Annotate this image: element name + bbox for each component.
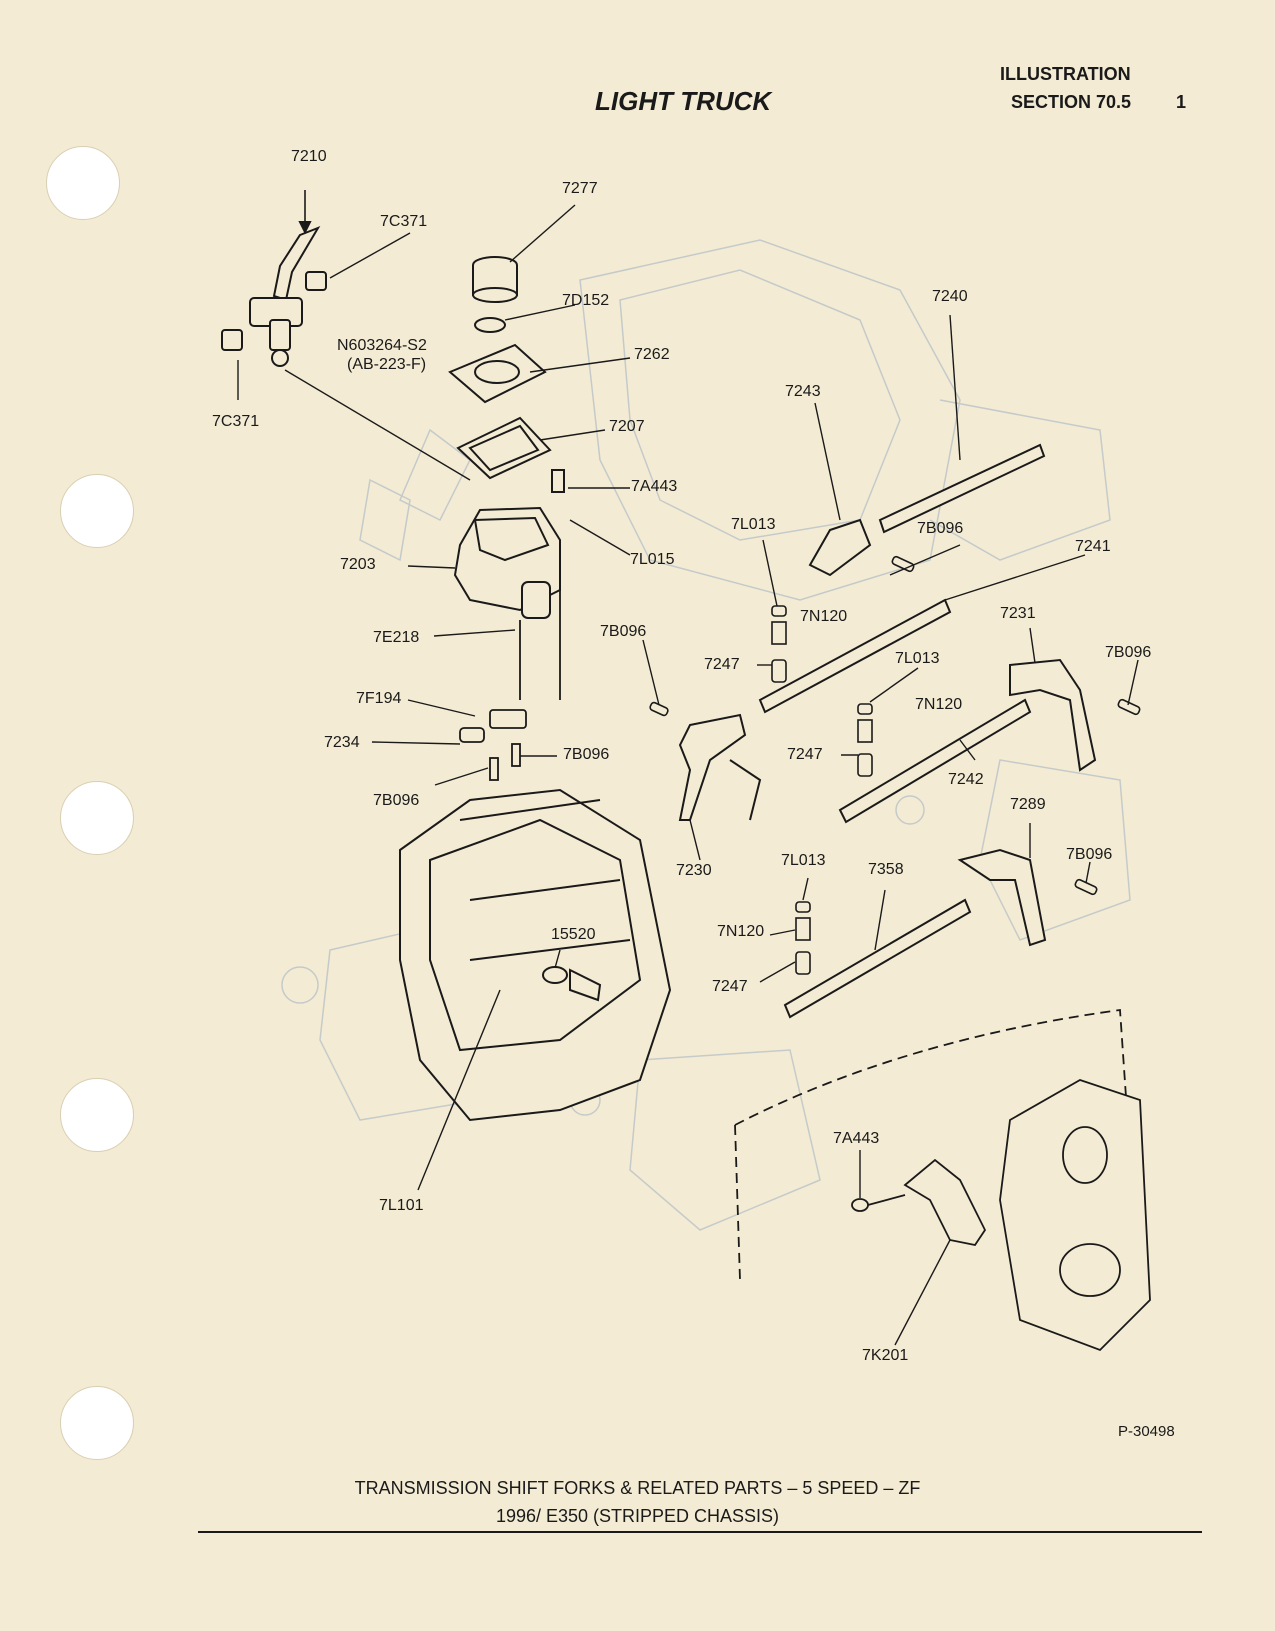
part-label: 7289	[1010, 796, 1046, 813]
shift-cap-7277	[472, 256, 518, 333]
part-label: 7203	[340, 556, 376, 573]
part-label: 7K201	[862, 1347, 909, 1364]
part-label: 7C371	[380, 213, 428, 230]
page-number: 1	[1176, 92, 1187, 112]
illustration-number: P-30498	[1118, 1423, 1175, 1440]
page-title: LIGHT TRUCK	[595, 86, 772, 116]
part-label: 7L101	[379, 1197, 424, 1214]
part-label: 7247	[704, 656, 740, 673]
cover-plate-7262	[448, 343, 552, 480]
part-label: 7B096	[563, 746, 610, 763]
leader-lines	[237, 204, 1139, 1346]
shift-forks	[678, 518, 1097, 947]
illustration-label: ILLUSTRATION	[1000, 64, 1131, 84]
part-label: 7230	[676, 862, 712, 879]
part-label: 7B096	[1066, 846, 1113, 863]
part-label: 7E218	[373, 629, 420, 646]
caption-line-2: 1996/ E350 (STRIPPED CHASSIS)	[495, 1506, 780, 1526]
shift-housing-7203	[453, 469, 565, 619]
part-label: 7A443	[833, 1130, 880, 1147]
section-label: SECTION 70.5	[1011, 92, 1132, 112]
shift-lever-7210	[221, 190, 327, 367]
part-label: (AB-223-F)	[347, 356, 427, 373]
part-label: 7F194	[356, 690, 402, 707]
part-label: 7247	[787, 746, 823, 763]
detent-parts-left	[459, 560, 561, 781]
part-label: 7231	[1000, 605, 1036, 622]
part-label: 7B096	[373, 792, 420, 809]
binder-hole	[46, 146, 120, 220]
part-label: 7277	[562, 180, 598, 197]
footer-rule	[198, 1531, 1202, 1533]
part-label: 7L015	[630, 551, 675, 568]
four-wheel-drive-inset	[734, 1008, 1151, 1352]
shift-rails	[758, 443, 1046, 1019]
part-label: 7A443	[631, 478, 678, 495]
part-label: 7358	[868, 861, 904, 878]
part-label: 7210	[291, 148, 327, 165]
part-label: 7B096	[917, 520, 964, 537]
detent-springs	[649, 555, 1141, 975]
part-label: 7262	[634, 346, 670, 363]
part-label: 7242	[948, 771, 984, 788]
part-label: 7207	[609, 418, 645, 435]
part-label: 7240	[932, 288, 968, 305]
part-label: 7B096	[1105, 644, 1152, 661]
part-label: 7241	[1075, 538, 1111, 555]
part-label: 7D152	[562, 292, 610, 309]
part-label: 15520	[551, 926, 596, 943]
part-label: 7243	[785, 383, 821, 400]
part-label: 7247	[712, 978, 748, 995]
part-label: 7B096	[600, 623, 647, 640]
part-label: 7N120	[717, 923, 765, 940]
binder-hole	[60, 1386, 134, 1460]
part-label: 7N120	[800, 608, 848, 625]
part-label: 7234	[324, 734, 360, 751]
transmission-case	[399, 788, 672, 1122]
binder-hole	[60, 781, 134, 855]
part-label: 7L013	[731, 516, 776, 533]
caption-line-1: TRANSMISSION SHIFT FORKS & RELATED PARTS…	[354, 1478, 921, 1498]
part-label: 7C371	[212, 413, 260, 430]
part-label: 7L013	[895, 650, 940, 667]
part-label: N603264-S2	[337, 337, 427, 354]
part-label: 7L013	[781, 852, 826, 869]
part-label: 7N120	[915, 696, 963, 713]
binder-hole	[60, 474, 134, 548]
binder-hole	[60, 1078, 134, 1152]
